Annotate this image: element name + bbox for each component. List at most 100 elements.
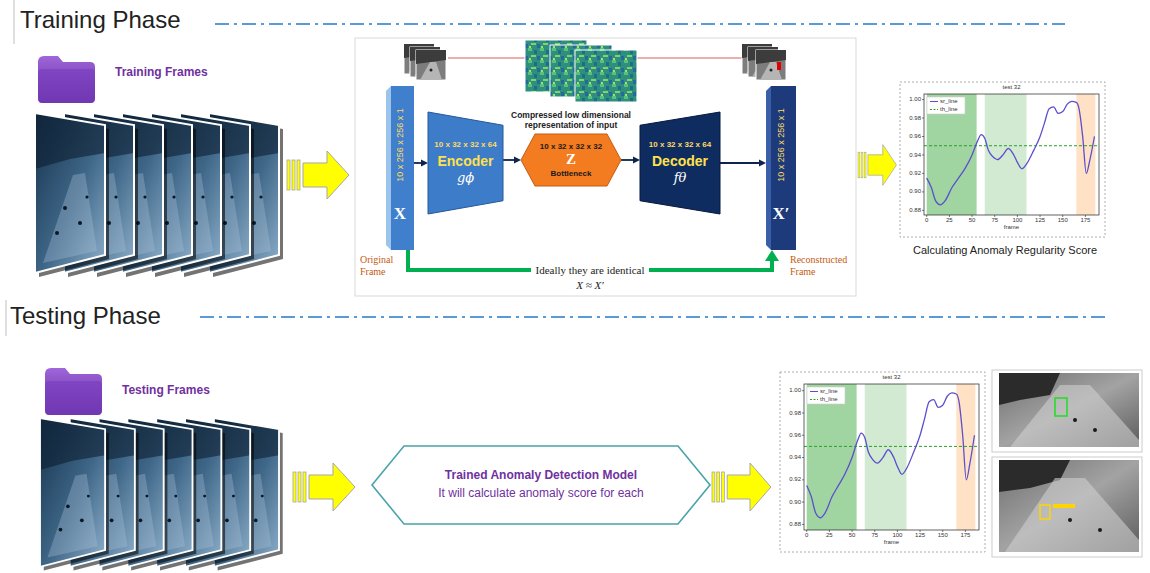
arrow-head (421, 160, 428, 167)
chart-border (900, 82, 1105, 237)
arrow-head (765, 250, 779, 261)
legend-text: th_line (820, 396, 838, 403)
block-face (391, 86, 414, 250)
score-curve (927, 101, 1095, 204)
tick-mark (922, 99, 924, 100)
node-text: 10 x 256 x 256 x 1 (776, 108, 786, 182)
flow-arrow (287, 151, 349, 199)
tick-mark (802, 502, 804, 503)
tick-mark (922, 154, 924, 155)
detection-box (1040, 505, 1050, 519)
tick-mark (802, 457, 804, 458)
tick-mark (1040, 215, 1041, 217)
tick-mark (802, 390, 804, 391)
chart-text: 25 (826, 532, 833, 539)
flow-arrow (712, 463, 771, 511)
tick-mark (1085, 215, 1086, 217)
shape-outline (640, 112, 720, 214)
node-text: 10 x 256 x 256 x 1 (395, 108, 405, 182)
connector (720, 162, 759, 164)
tick-mark (852, 530, 853, 532)
node-text: It will calculate anomaly score for each (438, 487, 643, 501)
node-text: 10 x 32 x 32 x 32 (540, 142, 602, 151)
arrow-head (633, 157, 640, 164)
encoder-block: 10 x 32 x 32 x 64Encodergϕ (428, 112, 503, 214)
caption-text: Calculating Anomaly Regularity Score (913, 244, 1097, 257)
header-rule (14, 0, 15, 44)
photo-person (1073, 418, 1077, 422)
tick-mark (922, 173, 924, 174)
chart-text: 125 (915, 532, 925, 539)
photo-walkway (1005, 478, 1139, 552)
tick-mark (874, 530, 875, 532)
plot-frame (924, 94, 1099, 215)
caption-text: X ≈ X′ (576, 279, 603, 292)
node-text: X′ (772, 204, 789, 224)
decoder-block: 10 x 32 x 32 x 64 Decoder fθ (640, 112, 720, 214)
legend-line-sample (930, 101, 938, 102)
frame-stack (40, 418, 283, 571)
connector-group (414, 160, 428, 167)
caption-text: Reconstructed Frame (790, 254, 854, 277)
folder-icon (45, 368, 102, 415)
node-text: 10 x 32 x 32 x 64 (649, 140, 711, 149)
chart-text: 0 (925, 217, 928, 224)
threshold-line (804, 446, 979, 447)
tick-mark (922, 191, 924, 192)
node-text: gϕ (457, 171, 474, 186)
chart-text: 1.00 (909, 96, 921, 103)
flow-arrow (858, 145, 896, 186)
node-text: Compressed low dimensional representatio… (501, 111, 641, 131)
score-chart (900, 82, 1105, 237)
connector (621, 159, 633, 161)
model-hexagon-outline (372, 446, 710, 524)
tick-mark (802, 524, 804, 525)
autoencoder-panel (355, 38, 856, 296)
tick-mark (965, 530, 966, 532)
chart-text: 100 (1012, 217, 1022, 224)
node-text: Decoder (652, 153, 708, 169)
bottleneck-hexagon: Compressed low dimensional representatio… (521, 134, 621, 186)
shape-outline (372, 446, 710, 524)
chart-text: 0.92 (789, 476, 801, 483)
detection-photo (992, 370, 1142, 452)
red-marker (777, 62, 781, 70)
chart-text: 1.00 (789, 387, 801, 394)
chart-border (780, 372, 985, 552)
caption-text: Testing Phase (10, 302, 161, 330)
chart-text: frame (884, 539, 899, 546)
chart-text: 0.96 (789, 432, 801, 439)
video-frame (35, 113, 109, 277)
photo-ground (999, 460, 1139, 552)
tick-mark (920, 530, 921, 532)
detection-box (1055, 398, 1067, 416)
tick-mark (922, 136, 924, 137)
photo-ground (999, 373, 1139, 447)
score-chart (780, 372, 985, 552)
chart-text: test 32 (1002, 84, 1020, 91)
tick-mark (972, 215, 973, 217)
tick-mark (802, 435, 804, 436)
chart-text: 0.90 (909, 188, 921, 195)
tick-mark (897, 530, 898, 532)
photo-walkway (1010, 385, 1139, 447)
model-hexagon: Trained Anomaly Detection ModelIt will c… (372, 446, 710, 524)
legend-box (927, 97, 965, 114)
connector-group (621, 157, 640, 164)
chart-text: frame (1004, 224, 1019, 231)
chart-text: 0.88 (909, 207, 921, 214)
tick-mark (1017, 215, 1018, 217)
legend-text: sr_line (820, 388, 838, 395)
connector-group (503, 157, 521, 164)
chart-text: 150 (1058, 217, 1068, 224)
tick-mark (802, 412, 804, 413)
node-text: fθ (674, 171, 687, 186)
tick-mark (829, 530, 830, 532)
flow-arrow (293, 463, 355, 511)
chart-text: 0.88 (789, 521, 801, 528)
chart-text: 125 (1035, 217, 1045, 224)
tick-mark (922, 210, 924, 211)
chart-text: 0.94 (909, 152, 921, 159)
